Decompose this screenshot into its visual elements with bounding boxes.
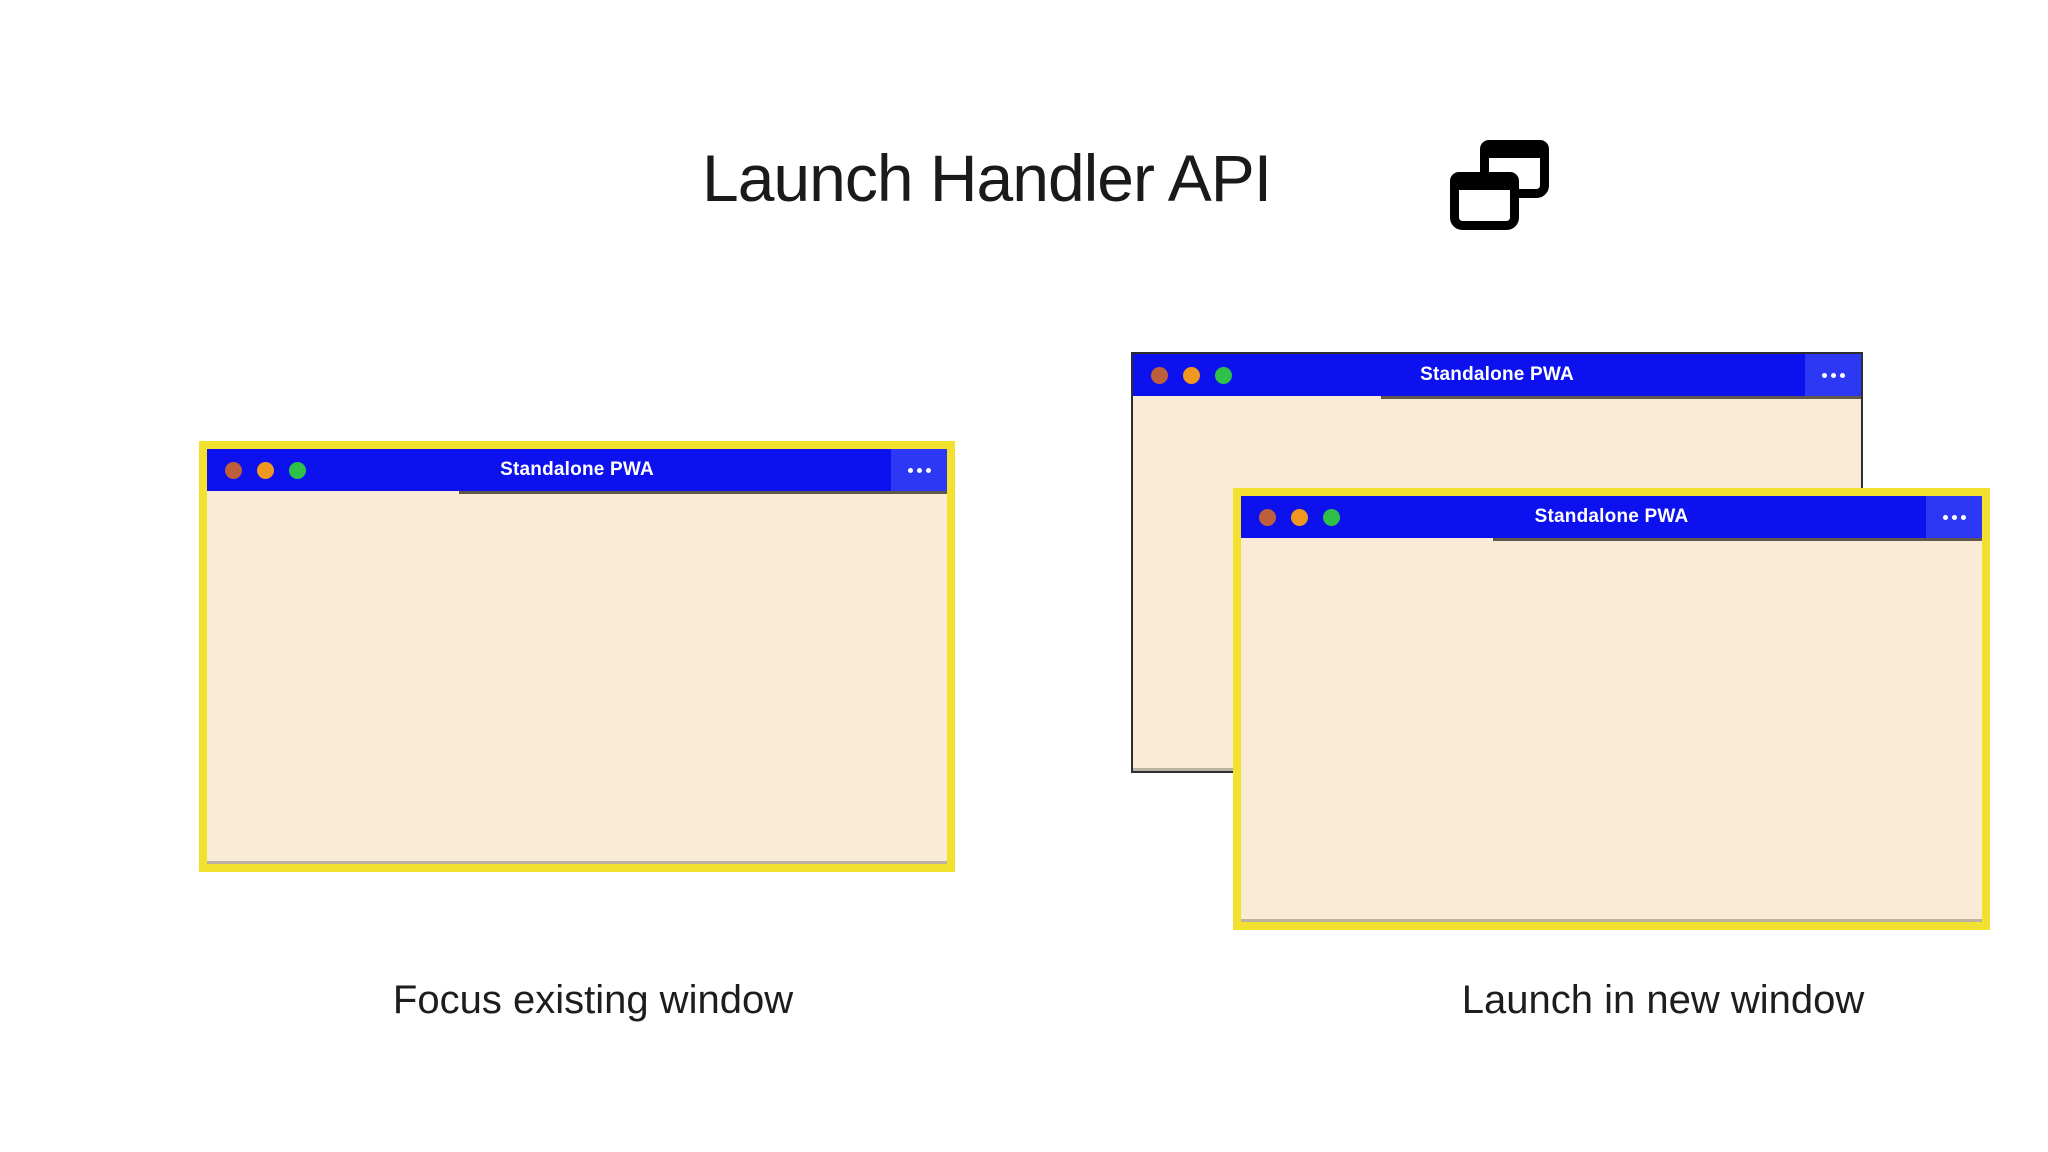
traffic-lights <box>1259 496 1340 538</box>
titlebar-shadow <box>1380 396 1861 399</box>
overlapping-windows-icon <box>1450 140 1549 230</box>
maximize-button[interactable] <box>1215 366 1232 384</box>
more-menu-dot-icon <box>916 467 922 473</box>
close-button[interactable] <box>1259 508 1276 526</box>
more-menu-dot-icon <box>1960 514 1966 520</box>
minimize-button[interactable] <box>1183 366 1200 384</box>
titlebar: Standalone PWA <box>1133 354 1861 399</box>
window-body <box>1241 538 1982 922</box>
maximize-button[interactable] <box>289 461 306 479</box>
more-menu-button[interactable] <box>891 449 947 491</box>
maximize-button[interactable] <box>1323 508 1340 526</box>
page-title: Launch Handler API <box>702 141 1272 215</box>
minimize-button[interactable] <box>1291 508 1308 526</box>
close-button[interactable] <box>225 461 242 479</box>
more-menu-dot-icon <box>1839 372 1845 378</box>
pwa-window-new: Standalone PWA <box>1233 488 1990 930</box>
more-menu-dot-icon <box>1942 514 1948 520</box>
caption-focus-existing: Focus existing window <box>392 978 794 1022</box>
window-title: Standalone PWA <box>500 459 654 480</box>
close-button[interactable] <box>1151 366 1168 384</box>
titlebar-shadow <box>1492 538 1982 541</box>
more-menu-button[interactable] <box>1926 496 1982 538</box>
more-menu-dot-icon <box>907 467 913 473</box>
more-menu-dot-icon <box>925 467 931 473</box>
caption-launch-new: Launch in new window <box>1461 978 1865 1022</box>
titlebar: Standalone PWA <box>207 449 947 494</box>
more-menu-dot-icon <box>1951 514 1957 520</box>
window-body <box>207 491 947 864</box>
pwa-window-focused: Standalone PWA <box>199 441 955 872</box>
minimize-button[interactable] <box>257 461 274 479</box>
titlebar-shadow <box>458 491 947 494</box>
titlebar: Standalone PWA <box>1241 496 1982 541</box>
window-title: Standalone PWA <box>1420 364 1574 385</box>
more-menu-dot-icon <box>1821 372 1827 378</box>
traffic-lights <box>1151 354 1232 396</box>
window-title: Standalone PWA <box>1534 506 1689 527</box>
more-menu-button[interactable] <box>1805 354 1861 396</box>
more-menu-dot-icon <box>1830 372 1836 378</box>
traffic-lights <box>225 449 306 491</box>
